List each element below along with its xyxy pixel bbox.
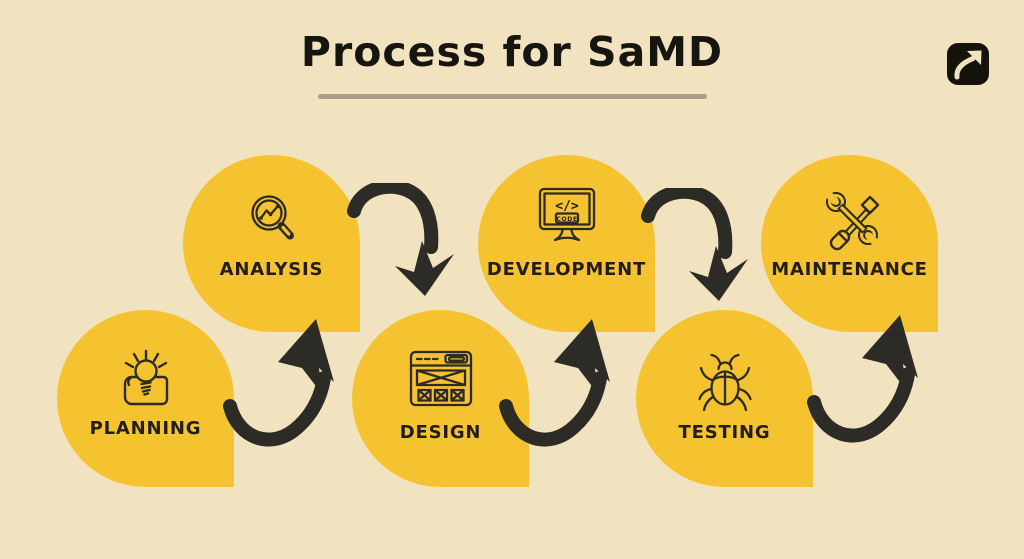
step-label-testing: TESTING — [678, 422, 771, 443]
magnifier-chart-icon — [240, 187, 304, 255]
svg-text:</>: </> — [555, 199, 579, 214]
arrow-planning-to-analysis-icon — [223, 319, 334, 447]
step-bubble-development: </> CODE DEVELOPMENT — [478, 155, 655, 332]
step-bubble-design: DESIGN — [352, 310, 529, 487]
arrow-development-to-testing-icon — [641, 188, 748, 301]
page-title: Process for SaMD — [300, 28, 724, 76]
step-bubble-planning: PLANNING — [57, 310, 234, 487]
wireframe-window-icon — [409, 350, 473, 412]
arrow-up-right-icon — [947, 43, 989, 85]
arrow-analysis-to-design-icon — [347, 183, 454, 296]
arrow-design-to-development-icon — [499, 319, 610, 447]
brand-logo — [946, 42, 990, 86]
step-label-development: DEVELOPMENT — [486, 259, 647, 280]
step-label-analysis: ANALYSIS — [219, 259, 324, 280]
bug-icon — [693, 350, 757, 420]
title-underline — [318, 94, 707, 99]
arrow-testing-to-maintenance-icon — [807, 315, 918, 443]
step-label-design: DESIGN — [399, 422, 482, 443]
step-label-maintenance: MAINTENANCE — [771, 259, 928, 280]
step-bubble-testing: TESTING — [636, 310, 813, 487]
step-bubble-analysis: ANALYSIS — [183, 155, 360, 332]
svg-text:CODE: CODE — [556, 216, 577, 223]
step-label-planning: PLANNING — [89, 418, 202, 439]
lightbulb-plan-icon — [113, 344, 179, 410]
wrench-screwdriver-icon — [818, 187, 882, 255]
step-bubble-maintenance: MAINTENANCE — [761, 155, 938, 332]
code-monitor-icon: </> CODE — [536, 187, 598, 249]
